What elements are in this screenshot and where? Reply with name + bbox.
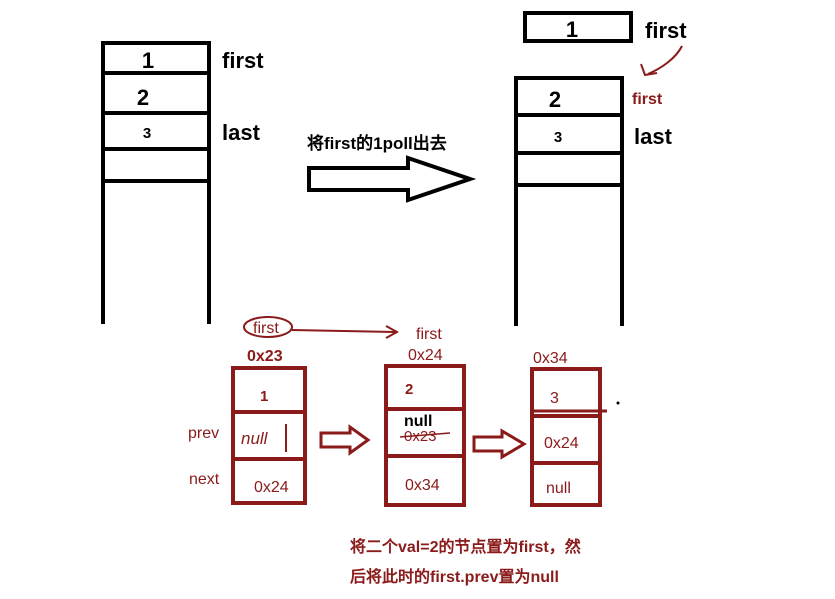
node-next: 0x24 — [254, 479, 289, 496]
node-prev: null — [241, 429, 269, 448]
list-node-2: 0x24 2 0x23 null 0x34 — [384, 347, 466, 507]
right-first-label: first — [632, 91, 663, 108]
node-prev: 0x24 — [544, 435, 579, 452]
pointer-from-label: first — [253, 320, 279, 337]
caption-line-2: 后将此时的first.prev置为null — [350, 567, 559, 586]
node-val: 3 — [550, 390, 559, 407]
left-stack-cell-3: 3 — [143, 125, 151, 142]
list-node-3: 0x34 3 0x24 null — [530, 350, 607, 507]
polled-node-box — [523, 11, 633, 43]
node-address: 0x23 — [247, 348, 283, 365]
right-arrow-icon — [307, 155, 477, 203]
node-next: 0x34 — [405, 477, 440, 494]
node-prev: 0x23 — [404, 428, 437, 445]
first-circle-mark — [243, 316, 293, 338]
polled-node-value: 1 — [566, 17, 578, 42]
operation-label: 将first的1poll出去 — [307, 133, 447, 153]
list-node-1: 0x23 1 null 0x24 — [231, 348, 307, 505]
curved-pointer-arrow-icon — [647, 45, 683, 75]
stray-dot — [616, 401, 620, 405]
prev-row-label: prev — [188, 425, 219, 442]
caption-line-1: 将二个val=2的节点置为first，然 — [350, 537, 581, 556]
left-last-label: last — [222, 120, 261, 145]
node-address: 0x24 — [408, 347, 443, 364]
left-stack-cell-2: 2 — [137, 85, 149, 110]
pointer-arrow-icon — [385, 325, 400, 339]
list-arrow-icon — [472, 428, 527, 460]
right-stack-cell-3: 3 — [554, 129, 562, 146]
left-stack — [101, 41, 211, 324]
left-stack-cell-1: 1 — [142, 48, 154, 73]
right-last-label: last — [634, 124, 673, 149]
polled-first-label: first — [645, 18, 687, 43]
pointer-to-label: first — [416, 326, 442, 343]
right-stack — [514, 76, 624, 326]
right-stack-cell-2: 2 — [549, 87, 561, 112]
node-val: 2 — [405, 381, 413, 398]
left-first-label: first — [222, 48, 264, 73]
node-address: 0x34 — [533, 350, 568, 367]
list-arrow-icon — [319, 424, 371, 456]
node-val: 1 — [260, 388, 268, 405]
node-prev-new: null — [404, 413, 432, 430]
node-next: null — [546, 480, 571, 497]
next-row-label: next — [189, 471, 220, 488]
